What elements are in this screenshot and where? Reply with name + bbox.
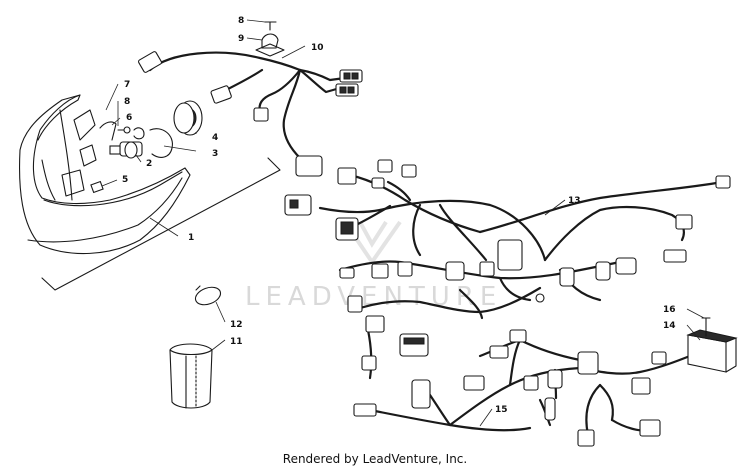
hose-clamp[interactable] xyxy=(193,284,223,308)
headlight-harness[interactable] xyxy=(138,51,363,177)
callout-11: 11 xyxy=(230,337,243,347)
callout-13: 13 xyxy=(568,196,581,206)
protective-sleeve[interactable] xyxy=(169,343,213,409)
callout-16: 16 xyxy=(663,305,676,315)
callout-7: 7 xyxy=(124,80,130,90)
main-harness[interactable] xyxy=(284,159,731,380)
render-credit: Rendered by LeadVenture, Inc. xyxy=(282,452,468,466)
callout-9: 9 xyxy=(238,34,244,44)
retaining-spring[interactable] xyxy=(149,128,173,158)
bulb[interactable] xyxy=(109,141,143,159)
dust-cover[interactable] xyxy=(173,100,203,136)
control-module[interactable] xyxy=(686,317,738,373)
headlight-assembly[interactable] xyxy=(19,94,281,291)
callout-12: 12 xyxy=(230,320,243,330)
callout-8-upper: 8 xyxy=(238,16,244,26)
watermark: LEADVENTURE xyxy=(245,220,502,312)
watermark-text: LEADVENTURE xyxy=(245,282,502,312)
top-screw-clip[interactable] xyxy=(255,21,285,57)
sub-harness[interactable] xyxy=(353,329,702,447)
callout-1: 1 xyxy=(188,233,194,243)
callout-10: 10 xyxy=(311,43,324,53)
callout-4: 4 xyxy=(212,133,218,143)
callout-14: 14 xyxy=(663,321,676,331)
callouts: 1 2 3 4 5 6 7 8 8 9 10 11 12 13 14 15 16 xyxy=(122,16,676,415)
callout-15: 15 xyxy=(495,405,508,415)
callout-2: 2 xyxy=(146,159,152,169)
callout-3: 3 xyxy=(212,149,218,159)
adjuster-hardware[interactable] xyxy=(99,121,145,141)
leader-lines xyxy=(101,19,705,427)
callout-5: 5 xyxy=(122,175,128,185)
callout-8-lower: 8 xyxy=(124,97,130,107)
callout-6: 6 xyxy=(126,113,132,123)
